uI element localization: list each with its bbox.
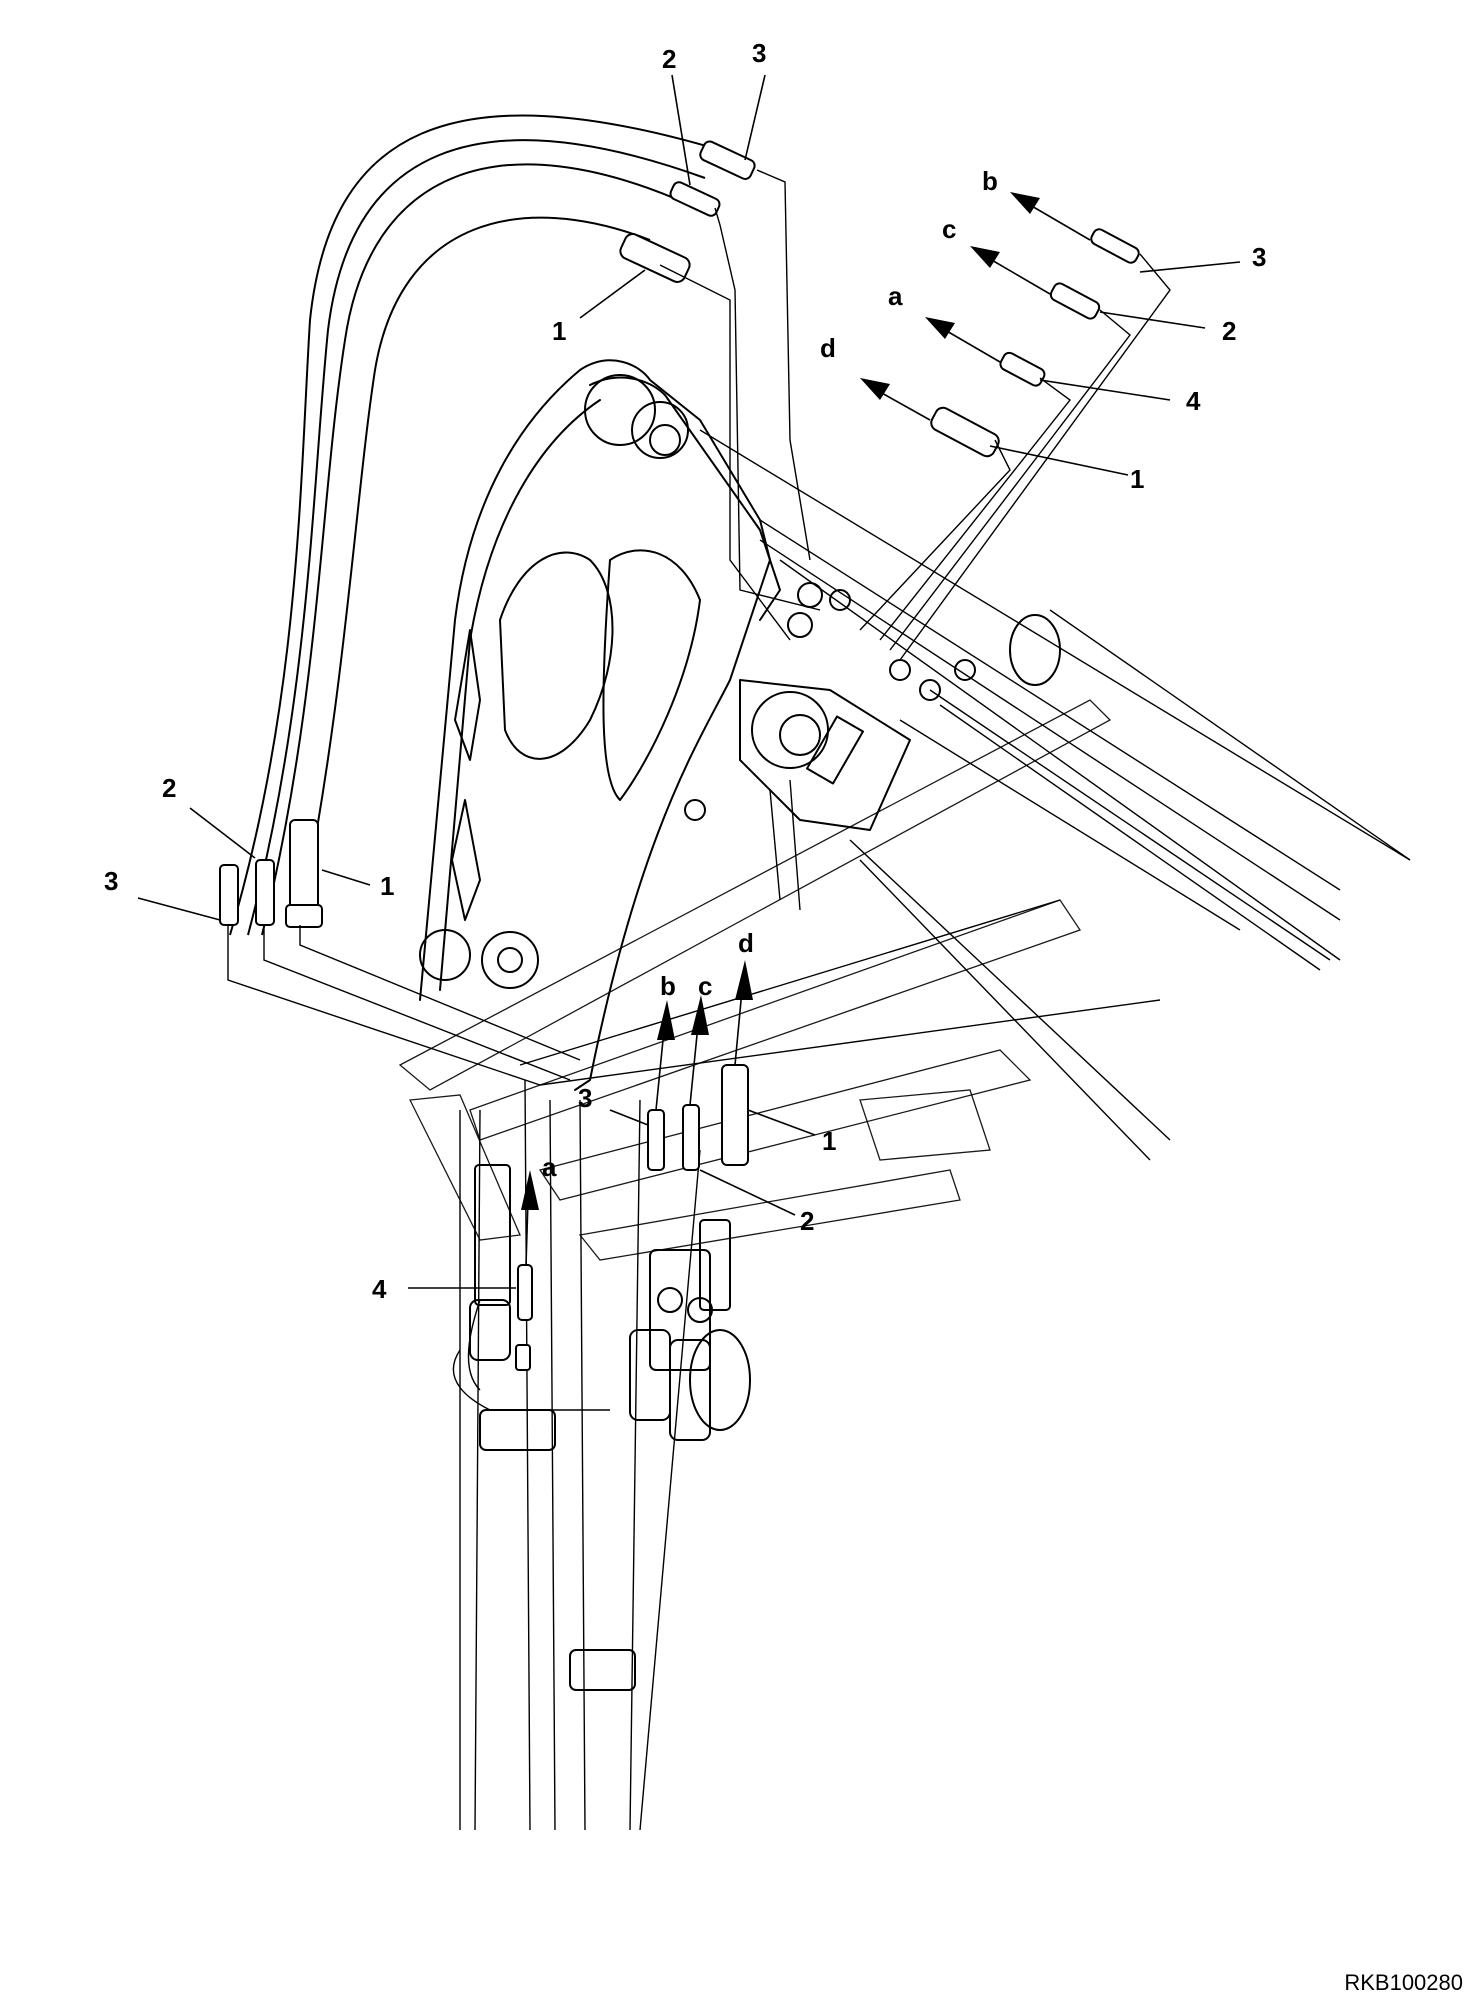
watermark [398, 699, 1112, 1261]
callout-lower-a: a [542, 1152, 557, 1182]
callout-right-3: 3 [1252, 242, 1266, 272]
callout-lower-1: 1 [822, 1126, 836, 1156]
callout-lower-c: c [698, 971, 712, 1001]
callout-top-1: 1 [552, 316, 566, 346]
leader-lines [137, 74, 1241, 1289]
reference-code: RKB100280 [1344, 1970, 1463, 1995]
callout-lower-d: d [738, 928, 754, 958]
callout-lower-2: 2 [800, 1206, 814, 1236]
callout-top-2: 2 [662, 44, 676, 74]
callout-lower-3: 3 [578, 1083, 592, 1113]
callout-right-d: d [820, 333, 836, 363]
callout-left-3: 3 [104, 866, 118, 896]
right-fittings [930, 228, 1140, 458]
hose-loop [229, 114, 721, 936]
callout-lower-4: 4 [372, 1274, 387, 1304]
arm-structure [419, 359, 1061, 1091]
callout-labels: 2 3 1 b c a d 3 2 4 1 2 3 1 b c d 3 1 2 … [104, 38, 1266, 1304]
connector-lines [227, 169, 1171, 1086]
callout-right-4: 4 [1186, 386, 1201, 416]
lower-arrows [521, 960, 753, 1266]
top-hose-fittings [619, 140, 756, 283]
callout-left-2: 2 [162, 773, 176, 803]
callout-left-1: 1 [380, 871, 394, 901]
callout-lower-b: b [660, 971, 676, 1001]
boom-lower-right [699, 429, 1411, 1161]
right-arrows [860, 192, 1091, 421]
callout-right-1: 1 [1130, 464, 1144, 494]
lower-fittings [515, 1064, 749, 1371]
callout-top-3: 3 [752, 38, 766, 68]
left-fittings [219, 819, 323, 928]
callout-right-b: b [982, 166, 998, 196]
callout-right-2: 2 [1222, 316, 1236, 346]
callout-right-c: c [942, 214, 956, 244]
callout-right-a: a [888, 281, 903, 311]
valve-assembly [452, 1164, 751, 1441]
